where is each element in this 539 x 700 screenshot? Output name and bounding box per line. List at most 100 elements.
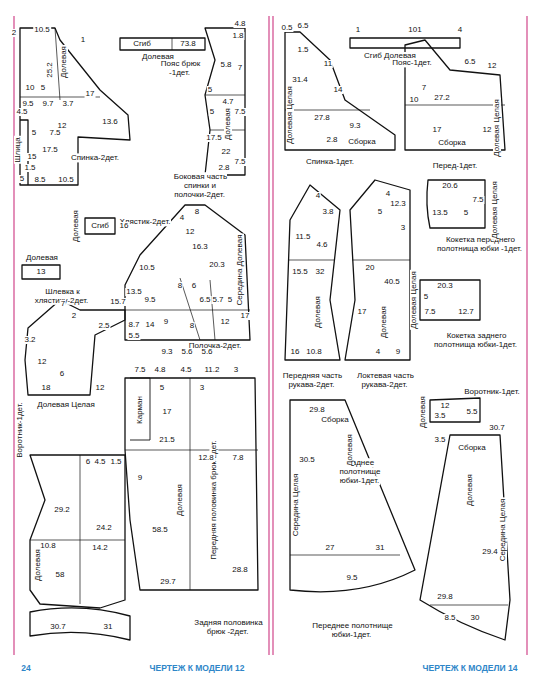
dimension-label: 3.7 [61,100,74,108]
pattern-piece: Переднее полотнище юбки-1дет. [302,621,402,639]
dimension-label: 4.8 [153,366,166,374]
dimension-label: 5 [40,84,46,92]
dimension-label: 10.5 [57,176,75,184]
dimension-label: 4.5 [93,458,106,466]
dimension-label: 6.5 [296,22,309,30]
dimension-label: 31 [103,623,114,631]
dimension-label: 7.8 [231,454,244,462]
dimension-label: 8.5 [443,614,456,622]
dimension-label: 14.2 [91,544,109,552]
dimension-label: 7 [237,64,243,72]
dimension-label: 10 [409,96,420,104]
dimension-label: 29.8 [436,593,454,601]
dimension-label: 12.8 [197,454,215,462]
dimension-label: 20.3 [436,282,454,290]
dimension-label: 5 [159,384,165,392]
dimension-label: Сгиб [132,40,152,48]
dimension-label: Сгиб [90,222,110,230]
dimension-label: 11.5 [295,233,312,241]
dimension-label: 3.2 [23,336,36,344]
dimension-label: 12 [185,228,196,236]
dimension-label: Долевая [72,209,80,243]
dimension-label: 13 [36,268,47,276]
dimension-label: Сборка [320,416,349,424]
dimension-label: 17.5 [41,146,59,154]
dimension-label: Долевая [25,254,59,262]
dimension-label: 6 [85,458,91,466]
dimension-label: 5 [227,296,233,304]
dimension-label: 7 [421,84,427,92]
dimension-label: 12 [487,62,498,70]
piece-name: Пояс брюк -1дет. [160,59,200,77]
piece-name: Задняя половинка брюк -2дет. [193,618,262,636]
piece-name: Спинка-2дет. [70,153,120,162]
piece-name: Полочка-2дет. [188,341,242,350]
dimension-label: 32 [315,268,326,276]
dimension-label: 101 [407,26,422,34]
dimension-label: 7.5 [48,129,61,137]
dimension-label: 9.5 [21,100,34,108]
dimension-label: 27.8 [313,114,331,122]
dimension-label: 1.5 [109,458,122,466]
dimension-label: 5 [377,208,383,216]
pattern-piece: Воротник-1дет. [15,394,24,466]
dimension-label: 9 [163,318,169,326]
dimension-label: 7.5 [133,366,146,374]
dimension-label: 5 [463,209,469,217]
dimension-label: 31.4 [291,76,309,84]
dimension-label: 1 [80,36,86,44]
dimension-label: 2 [71,312,77,320]
piece-name: Кокетка заднего полотнища юбки-1дет. [434,331,518,349]
dimension-label: 10.5 [138,264,156,272]
pattern-piece: Пояс брюк -1дет. [149,59,211,77]
dimension-label: 8 [189,322,195,330]
dimension-label: Долевая Целая [491,180,499,240]
dimension-label: Середина Целая [292,473,300,538]
dimension-label: 3.5 [433,412,446,420]
page-footer: 24 [20,664,31,673]
dimension-label: 73.8 [179,40,197,48]
dimension-label: 4 [315,192,321,200]
dimension-label: 2 [11,29,17,37]
dimension-label: 5.5 [127,332,140,340]
dimension-label: 28.8 [231,566,249,574]
dimension-label: Долевая Целая [493,98,501,158]
dimension-label: 8.7 [127,321,140,329]
dimension-label: 5.7 [211,296,224,304]
pattern-piece: Воротник-1дет. [461,387,523,396]
dimension-label: 7 [60,300,66,308]
dimension-label: 13.5 [431,209,449,217]
pattern-piece: Спинка-1дет. [300,157,360,166]
dimension-label: Долевая Целая [410,270,418,330]
dimension-label: 9.3 [160,348,173,356]
dimension-label: 8.5 [33,176,46,184]
dimension-label: 6 [59,370,65,378]
pattern-piece: Боковая часть спинки и полочки-2дет. [160,172,240,200]
dimension-label: Долевая [60,45,68,79]
dimension-label: Долевая [380,305,388,339]
dimension-label: 6.5 [463,58,476,66]
pattern-piece: Передняя часть рукава-2дет. [272,371,352,389]
dimension-label: 0.5 [280,24,293,32]
dimension-label: 16.3 [191,243,209,251]
dimension-label: Середина Долевая [236,233,244,306]
dimension-label: 15.5 [291,268,309,276]
dimension-label: 12.7 [457,308,475,316]
piece-name: Локтевая часть рукава-2дет. [356,371,414,389]
dimension-label: 17 [85,90,96,98]
pattern-piece: Кокетка переднего полотнища юбки -1дет. [435,235,525,253]
pattern-piece: Спинка-2дет. [60,153,130,162]
dimension-label: 15.7 [109,298,127,306]
dimension-label: Долевая [224,107,232,141]
dimension-label: 17.5 [205,134,223,142]
dimension-label: 29.2 [53,506,71,514]
dimension-label: 4 [385,190,391,198]
dimension-label: 8 [177,282,183,290]
dimension-label: 30 [470,614,481,622]
dimension-label: 7.5 [233,108,246,116]
dimension-label: 1.8 [231,32,244,40]
piece-name: Боковая часть спинки и полочки-2дет. [173,172,227,199]
dimension-label: 40.5 [383,278,401,286]
dimension-label: 7.5 [423,308,436,316]
